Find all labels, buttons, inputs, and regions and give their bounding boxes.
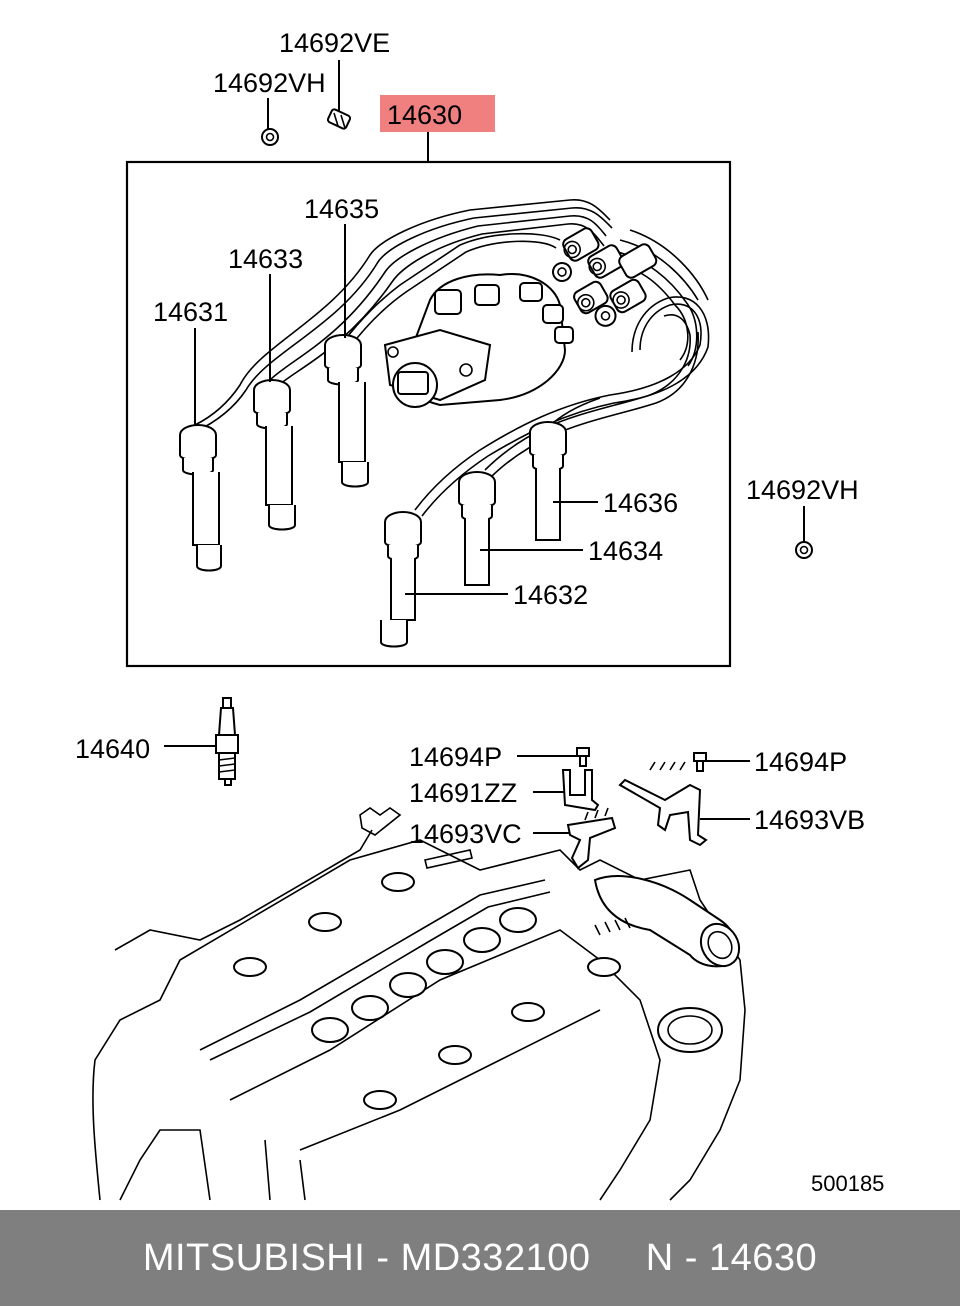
label-14694P-left[interactable]: 14694P	[409, 742, 502, 772]
label-14694P-right[interactable]: 14694P	[754, 747, 847, 777]
clamp-14693VC	[566, 807, 617, 870]
clamp-14693VB	[618, 761, 708, 847]
label-14691ZZ[interactable]: 14691ZZ	[409, 778, 517, 808]
clip-14692VE	[326, 108, 352, 130]
label-14693VB[interactable]: 14693VB	[754, 805, 865, 835]
engine-block	[92, 807, 746, 1201]
plug-boot-14632	[380, 511, 422, 648]
label-14640[interactable]: 14640	[75, 734, 150, 764]
distributor	[383, 273, 574, 408]
spark-plug-14640	[215, 697, 239, 786]
label-14634[interactable]: 14634	[588, 536, 663, 566]
label-14635[interactable]: 14635	[304, 194, 379, 224]
highlight-14630	[380, 95, 495, 132]
label-14632[interactable]: 14632	[513, 580, 588, 610]
label-14630[interactable]: 14630	[387, 100, 462, 130]
footer-spacer	[590, 1237, 645, 1280]
parts-diagram: 14692VE 14692VH 14630	[75, 28, 884, 1201]
wire-terminals	[552, 227, 658, 327]
label-14631[interactable]: 14631	[153, 297, 228, 327]
label-14692VH-right[interactable]: 14692VH	[746, 475, 859, 505]
bolt-14694P-left	[576, 747, 590, 767]
plug-boot-14634	[458, 471, 496, 586]
nut-14692VH-top	[261, 128, 279, 146]
plug-boot-14631	[179, 424, 222, 572]
bolt-14694P-right	[693, 752, 707, 772]
footer-bar: MITSUBISHI - MD332100 N - 14630	[0, 1210, 960, 1306]
plug-boot-14635	[324, 334, 369, 488]
label-14692VH-top[interactable]: 14692VH	[213, 68, 326, 98]
bracket-14691ZZ	[561, 769, 600, 812]
footer-separator: -	[365, 1236, 401, 1279]
label-14693VC[interactable]: 14693VC	[409, 819, 522, 849]
nut-14692VH-right	[795, 541, 813, 559]
plug-boot-14633	[253, 379, 296, 531]
label-14633[interactable]: 14633	[228, 244, 303, 274]
footer-ref: N - 14630	[645, 1236, 818, 1279]
footer-part-number: MD332100	[400, 1236, 591, 1279]
label-14692VE[interactable]: 14692VE	[279, 28, 390, 58]
footer-brand: MITSUBISHI	[142, 1236, 366, 1279]
wire-set-frame	[125, 160, 732, 668]
label-14636[interactable]: 14636	[603, 488, 678, 518]
plug-boot-14636	[529, 421, 567, 541]
drawing-number: 500185	[811, 1171, 884, 1196]
